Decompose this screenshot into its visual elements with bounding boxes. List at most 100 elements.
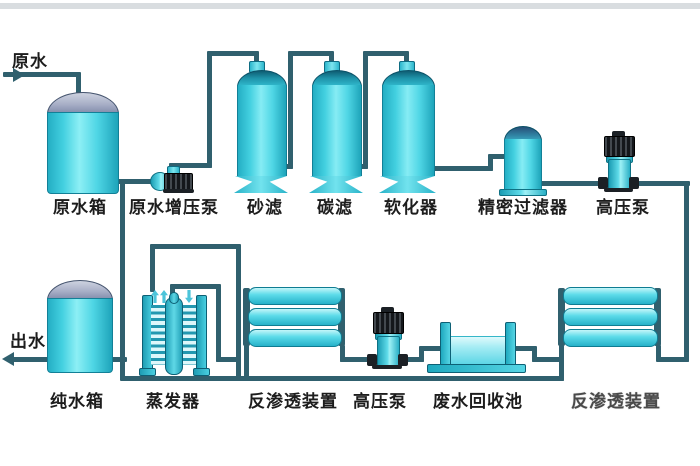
pipe-segment xyxy=(207,51,259,56)
pipe-segment xyxy=(288,51,334,56)
pool-water xyxy=(447,336,509,367)
softener-base xyxy=(379,176,436,193)
evaporator-right-foot xyxy=(193,368,210,376)
pipe-segment xyxy=(121,376,564,381)
hp-pump-bottom-motor xyxy=(373,312,404,334)
label-softener: 软化器 xyxy=(384,198,438,217)
carbon-filter-base xyxy=(309,176,363,193)
label-hp-pump-top: 高压泵 xyxy=(596,198,650,217)
evaporator-right-plate xyxy=(196,295,207,374)
pipe-segment xyxy=(288,53,293,169)
pipe-segment xyxy=(559,345,564,381)
feed-down-arrow-icon xyxy=(185,290,193,303)
precision-filter-vessel xyxy=(504,139,542,191)
vapor-up-arrow-icon xyxy=(160,290,168,303)
pipe-segment xyxy=(254,53,259,63)
pipe-segment xyxy=(340,357,370,362)
evaporator-center-column xyxy=(165,297,183,375)
pipe-segment xyxy=(236,246,241,378)
ro1-membrane-cylinder xyxy=(248,329,342,347)
inlet-label: 原水 xyxy=(12,52,48,71)
pipe-segment xyxy=(3,72,81,77)
precision-filter-flange xyxy=(499,189,547,196)
label-raw-water-tank: 原水箱 xyxy=(53,198,107,217)
pipe-segment xyxy=(656,345,661,362)
pool-left-wall xyxy=(440,322,451,368)
sand-filter-base xyxy=(234,176,288,193)
label-carbon-filter: 碳滤 xyxy=(317,198,353,217)
pipe-segment xyxy=(406,357,424,362)
evaporator-fins-right xyxy=(180,305,196,365)
pipe-segment xyxy=(216,286,221,362)
pipe-segment xyxy=(539,181,600,186)
pipe-segment xyxy=(170,284,221,289)
evaporator-top-knob xyxy=(169,292,179,304)
pipe-segment xyxy=(431,166,493,171)
pipe-segment xyxy=(76,74,81,95)
top-border-band xyxy=(0,3,700,9)
pipe-segment xyxy=(169,163,212,168)
ro2-membrane-cylinder xyxy=(563,287,658,305)
pipe-segment xyxy=(637,181,690,186)
hp-pump-top-flange-left xyxy=(598,177,608,189)
label-sand-filter: 砂滤 xyxy=(247,198,283,217)
hp-pump-top-flange-right xyxy=(629,177,639,189)
flow-right-arrow-icon xyxy=(13,68,25,82)
pipe-segment xyxy=(532,357,562,362)
pure-water-tank xyxy=(47,298,113,373)
hp-pump-top-cap xyxy=(612,131,625,138)
pipe-segment xyxy=(340,345,345,362)
pool-base xyxy=(427,364,526,373)
hp-pump-bottom-flange-right xyxy=(398,354,408,366)
pipe-segment xyxy=(488,154,508,159)
softener-vessel xyxy=(382,85,435,176)
pipe-segment xyxy=(532,348,537,362)
label-precision-filter: 精密过滤器 xyxy=(478,198,568,217)
pipe-segment xyxy=(150,246,155,292)
pipe-segment xyxy=(512,346,537,351)
pipe-segment xyxy=(216,357,241,362)
pipe-segment xyxy=(244,345,249,378)
hp-pump-bottom-base xyxy=(372,365,402,369)
pipe-segment xyxy=(363,51,409,56)
ro2-membrane-cylinder xyxy=(563,308,658,326)
pure-water-tank-dome xyxy=(47,280,113,300)
ro2-membrane-cylinder xyxy=(563,329,658,347)
pipe-segment xyxy=(419,348,424,362)
pipe-segment xyxy=(419,346,445,351)
raw-water-tank-dome xyxy=(47,92,119,114)
vapor-up-arrow-icon xyxy=(151,290,159,303)
pipe-segment xyxy=(207,53,212,168)
label-booster-pump: 原水增压泵 xyxy=(129,198,219,217)
ro1-left-manifold xyxy=(243,288,250,346)
raw-water-tank xyxy=(47,112,119,194)
evaporator-left-foot xyxy=(139,368,156,376)
label-evaporator: 蒸发器 xyxy=(146,392,200,411)
pipe-segment xyxy=(112,179,154,184)
hp-pump-top-motor xyxy=(604,136,635,157)
sand-filter-vessel xyxy=(237,85,287,176)
hp-pump-top-base xyxy=(604,188,633,192)
pipe-segment xyxy=(150,244,241,249)
pipe-segment xyxy=(657,357,689,362)
label-pure-water-tank: 纯水箱 xyxy=(50,392,104,411)
hp-pump-bottom-flange-left xyxy=(367,354,377,366)
flow-left-arrow-icon xyxy=(2,352,14,366)
carbon-filter-vessel xyxy=(312,85,362,176)
label-hp-pump-bottom: 高压泵 xyxy=(353,392,407,411)
ro2-left-manifold xyxy=(558,288,565,346)
pipe-segment xyxy=(108,357,127,362)
hp-pump-bottom-top-cap xyxy=(381,307,394,314)
booster-pump-base xyxy=(163,189,194,193)
label-waste-pool: 废水回收池 xyxy=(433,392,523,411)
pipe-segment xyxy=(363,53,368,169)
pool-right-wall xyxy=(505,322,516,368)
pipe-segment xyxy=(488,156,493,171)
pipe-segment xyxy=(329,53,334,63)
evaporator-fins-left xyxy=(151,305,166,365)
label-ro-unit-1: 反渗透装置 xyxy=(248,392,338,411)
ro1-membrane-cylinder xyxy=(248,308,342,326)
pipe-segment xyxy=(8,357,49,362)
label-ro-unit-2: 反渗透装置 xyxy=(571,392,661,411)
